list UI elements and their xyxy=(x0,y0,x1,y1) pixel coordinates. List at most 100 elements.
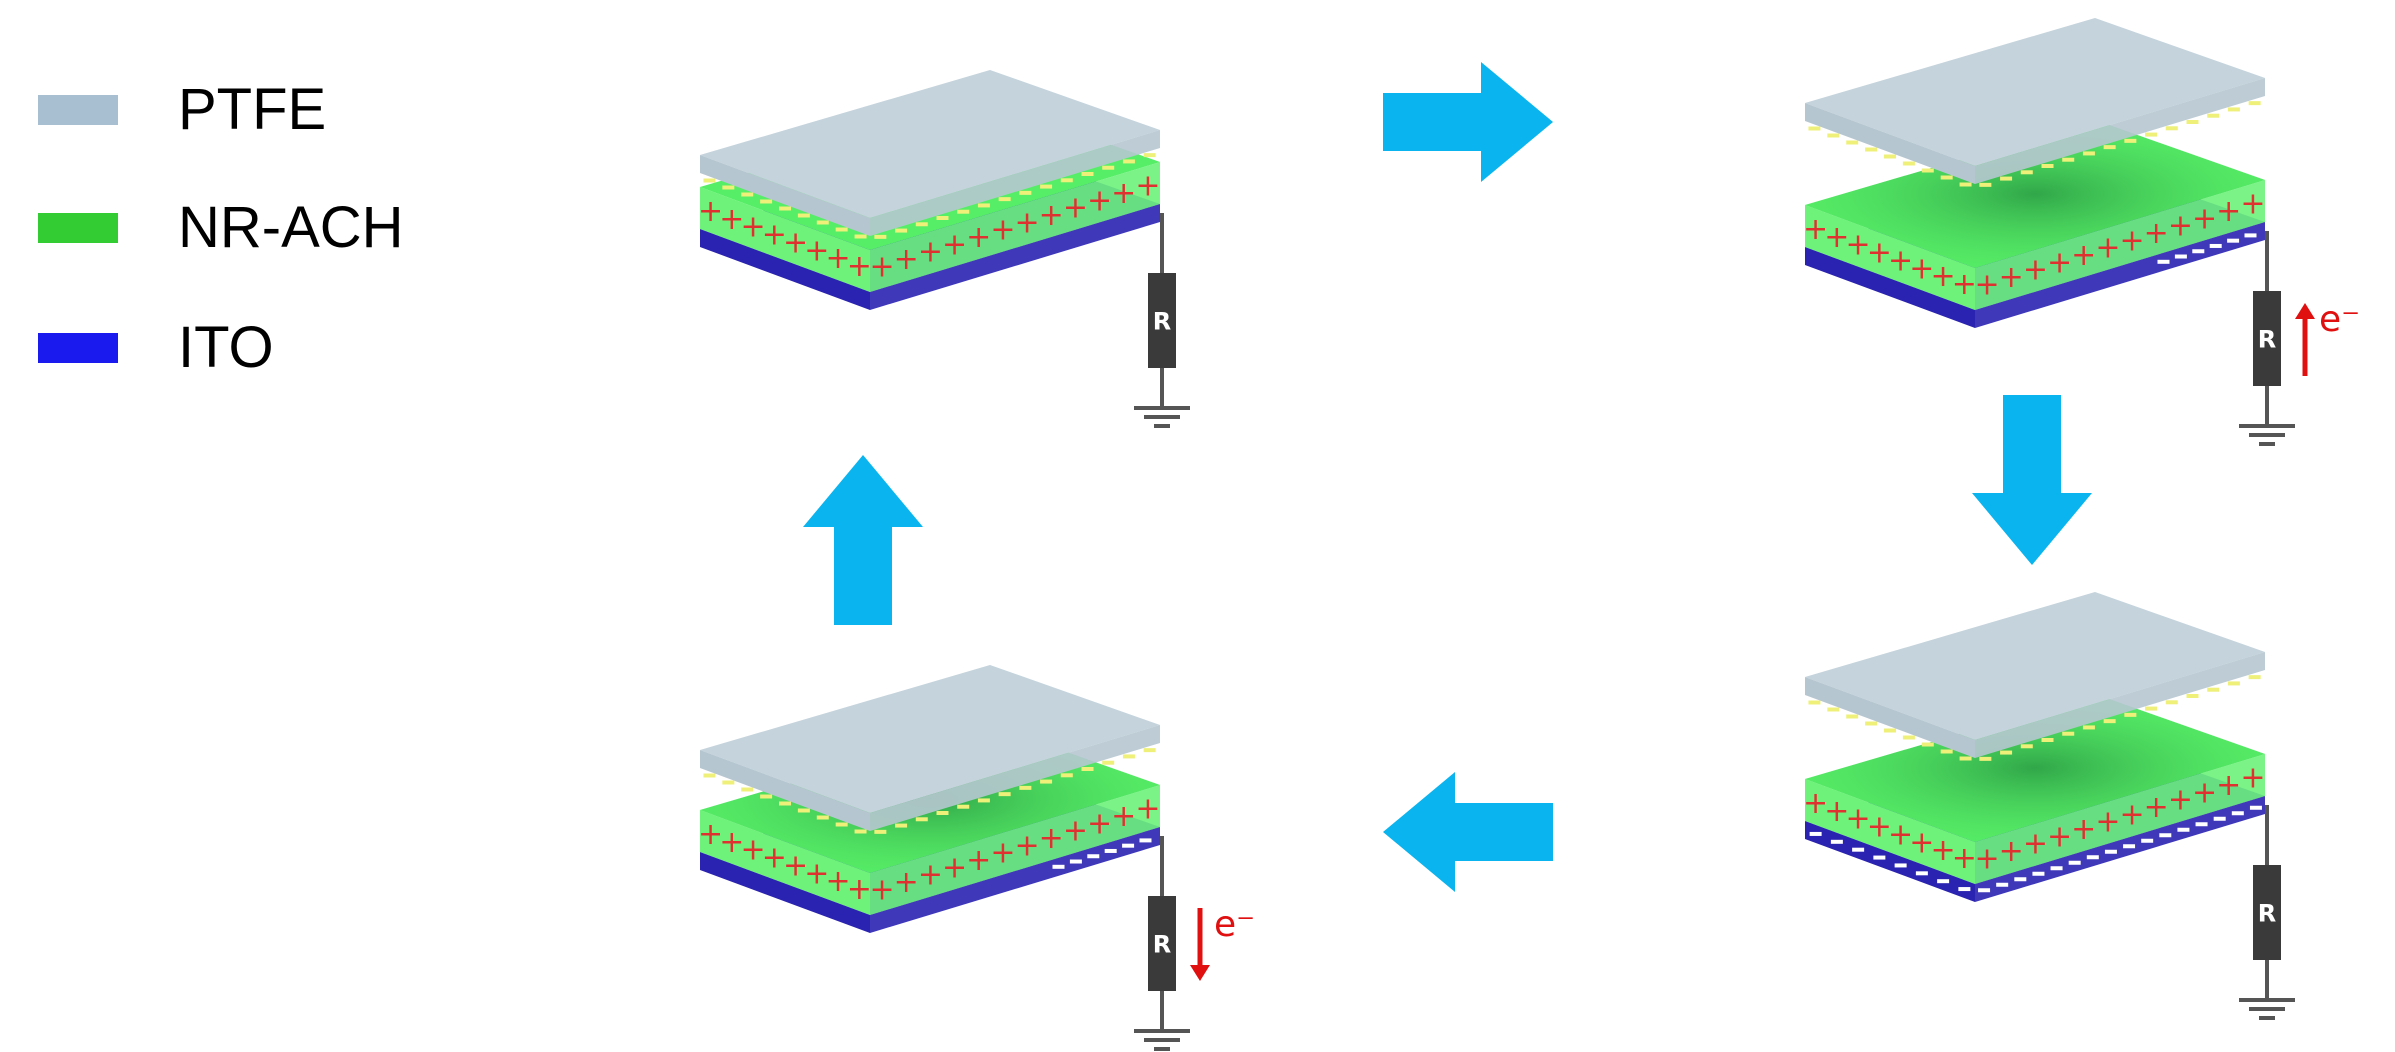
ptfe-negative-charge xyxy=(1827,707,1840,712)
ito-negative-charge xyxy=(1139,838,1152,843)
ptfe-negative-charge xyxy=(1827,133,1840,138)
plus-charge: + xyxy=(918,858,943,893)
plus-charge: + xyxy=(1931,833,1956,868)
device-stage-contact: ++++++++++++++++++++R xyxy=(698,70,1190,428)
ptfe-negative-charge xyxy=(854,829,867,834)
plus-charge: + xyxy=(1063,814,1088,849)
legend-swatch-nrach xyxy=(38,213,118,243)
ito-negative-charge xyxy=(1052,864,1065,869)
plus-charge: + xyxy=(783,225,808,260)
legend-swatch-ito xyxy=(38,333,118,363)
ptfe-negative-charge xyxy=(1846,714,1859,719)
ptfe-negative-charge xyxy=(2165,126,2178,131)
ito-layer-side-right xyxy=(870,827,1160,933)
ito-negative-charge xyxy=(1104,848,1117,853)
ito-negative-charge xyxy=(2209,243,2222,248)
legend-label-nrach: NR-ACH xyxy=(178,195,404,260)
plus-charge: + xyxy=(870,249,895,284)
ptfe-negative-charge xyxy=(2103,145,2116,150)
ito-layer-side-left xyxy=(1805,821,1975,902)
ito-negative-charge xyxy=(2157,259,2170,264)
plus-charge: + xyxy=(2168,209,2193,244)
ptfe-layer-side-right xyxy=(1975,78,2265,184)
ptfe-negative-charge xyxy=(977,203,990,208)
plus-charge: + xyxy=(1952,267,1977,302)
plus-charge: + xyxy=(2216,768,2241,803)
plus-charge: + xyxy=(1867,236,1892,271)
plus-charge: + xyxy=(719,202,744,237)
ptfe-layer-top xyxy=(1805,18,2265,166)
ito-negative-charge xyxy=(2050,866,2063,871)
electron-arrow-head xyxy=(1190,965,1210,981)
ptfe-negative-charge xyxy=(1122,159,1135,164)
plus-charge: + xyxy=(1015,828,1040,863)
ptfe-negative-charge xyxy=(779,801,791,806)
ptfe-layer-side-right xyxy=(870,725,1160,831)
ptfe-layer-top xyxy=(700,70,1160,218)
ptfe-negative-charge xyxy=(1846,140,1859,145)
ito-negative-charge xyxy=(2014,877,2027,882)
ptfe-negative-charge xyxy=(998,197,1011,202)
ptfe-negative-charge xyxy=(2041,164,2054,168)
nrach-layer-side-left xyxy=(1805,779,1975,884)
plus-charge: + xyxy=(1909,825,1934,860)
ptfe-negative-charge xyxy=(2082,725,2095,730)
device-stage-separated: ++++++++++++++++++++R xyxy=(1803,592,2295,1020)
ito-negative-charge xyxy=(1122,843,1135,848)
plus-charge: + xyxy=(1063,191,1088,226)
plus-charge: + xyxy=(2047,819,2072,854)
ptfe-negative-charge xyxy=(2124,138,2137,143)
resistor xyxy=(2253,291,2281,386)
ito-layer-side-right xyxy=(1975,796,2265,902)
plus-charge: + xyxy=(698,194,723,229)
plus-charge: + xyxy=(2047,245,2072,280)
ptfe-negative-charge xyxy=(797,808,810,813)
ptfe-negative-charge xyxy=(703,178,716,183)
nrach-layer-side-left xyxy=(700,810,870,915)
plus-charge: + xyxy=(2240,761,2265,796)
ptfe-negative-charge xyxy=(2186,694,2199,698)
nrach-layer-side-left xyxy=(1805,205,1975,310)
ptfe-negative-charge xyxy=(1884,728,1896,733)
ito-negative-charge xyxy=(2192,249,2205,254)
ptfe-layer-side-right xyxy=(870,130,1160,236)
ito-negative-charge xyxy=(2086,855,2099,860)
nrach-layer-side-left xyxy=(700,187,870,292)
ptfe-negative-charge xyxy=(1940,749,1953,754)
ptfe-negative-charge xyxy=(2207,687,2220,692)
ptfe-negative-charge xyxy=(1959,756,1972,761)
ito-negative-charge xyxy=(1087,854,1100,859)
ito-negative-charge xyxy=(2104,849,2117,854)
ito-negative-charge xyxy=(2227,238,2240,243)
ito-negative-charge xyxy=(1852,847,1865,852)
ito-layer-side-left xyxy=(1805,247,1975,328)
ptfe-negative-charge xyxy=(835,822,848,827)
ito-negative-charge xyxy=(2249,805,2262,810)
ptfe-negative-charge xyxy=(1019,190,1032,195)
ito-layer-side-left xyxy=(700,852,870,933)
nrach-layer-side-right xyxy=(1975,180,2265,310)
ptfe-negative-charge xyxy=(835,227,848,232)
ptfe-negative-charge xyxy=(977,798,990,803)
ptfe-negative-charge xyxy=(1102,760,1115,765)
ito-negative-charge xyxy=(2032,871,2045,876)
plus-charge: + xyxy=(2095,805,2120,840)
ptfe-negative-charge xyxy=(1143,748,1156,753)
ito-negative-charge xyxy=(1894,863,1907,868)
arrow-up xyxy=(803,455,923,625)
nrach-layer-side-right xyxy=(870,785,1160,915)
ptfe-negative-charge xyxy=(854,234,867,239)
ito-negative-charge xyxy=(2213,816,2226,821)
ptfe-negative-charge xyxy=(2124,712,2137,717)
ptfe-negative-charge xyxy=(1019,785,1032,790)
ito-negative-charge xyxy=(2244,233,2257,238)
resistor-label: R xyxy=(2258,900,2276,928)
plus-charge: + xyxy=(1824,220,1849,255)
plus-charge: + xyxy=(1015,205,1040,240)
ptfe-negative-charge xyxy=(1060,178,1073,183)
ito-negative-charge xyxy=(2141,838,2154,843)
plus-charge: + xyxy=(847,249,872,284)
ptfe-negative-charge xyxy=(2062,731,2075,736)
ptfe-negative-charge xyxy=(1808,126,1821,131)
plus-charge: + xyxy=(870,872,895,907)
